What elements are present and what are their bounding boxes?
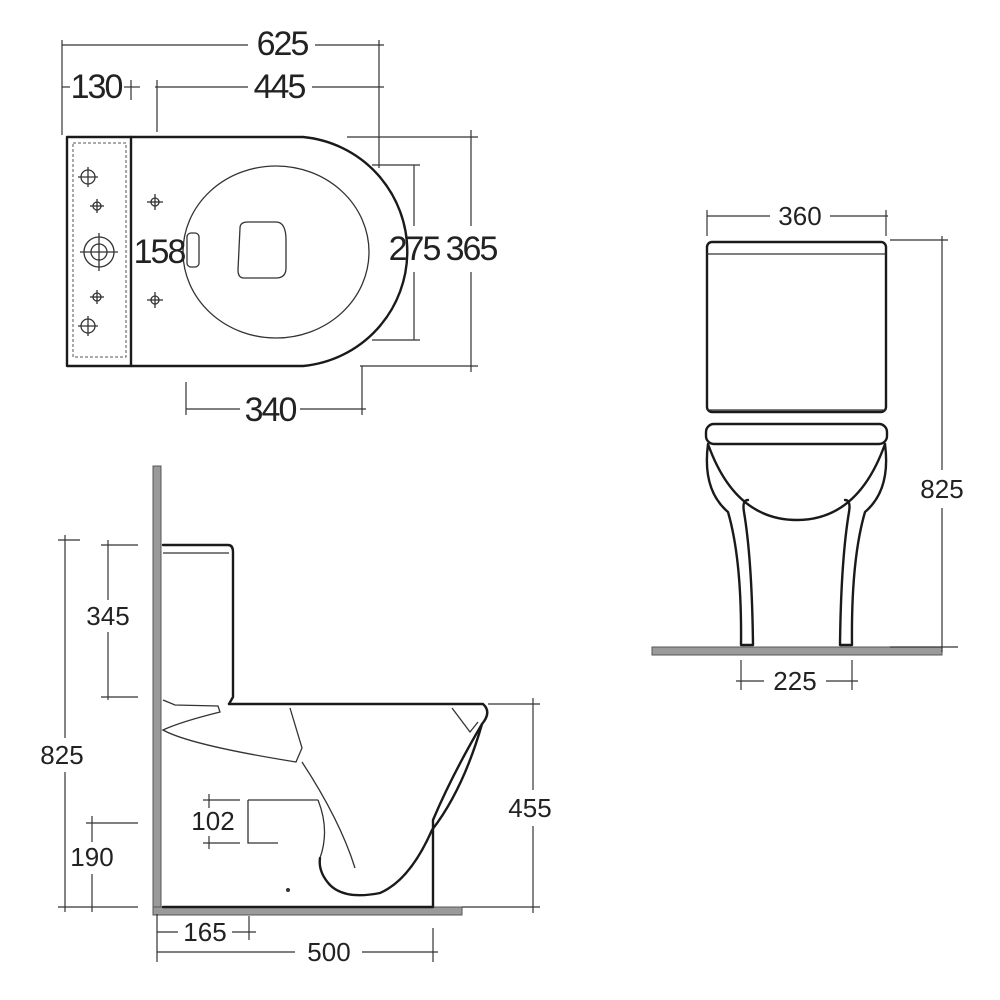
dim-cistern-depth: 130 <box>62 68 140 106</box>
dim-label: 825 <box>920 474 963 504</box>
dim-label: 130 <box>71 68 123 106</box>
dim-label: 445 <box>254 68 306 106</box>
side-view: 345 825 190 102 <box>40 465 552 967</box>
dim-label: 340 <box>245 391 297 429</box>
plan-outline <box>65 135 409 368</box>
dim-side-height: 825 <box>40 535 138 912</box>
seat-front <box>704 422 889 446</box>
dim-overall-length: 625 <box>61 25 384 168</box>
flush-button <box>186 232 200 268</box>
dim-label: 455 <box>508 793 551 823</box>
cistern-front <box>705 240 888 414</box>
dim-label: 365 <box>446 230 498 268</box>
dim-label: 225 <box>773 666 816 696</box>
front-view: 360 825 225 <box>651 201 964 696</box>
toilet-seat <box>182 165 370 339</box>
floor-line <box>651 646 943 656</box>
trap-channel <box>161 699 356 869</box>
dim-label: 825 <box>40 740 83 770</box>
dim-label: 275 <box>389 230 441 268</box>
dim-projection: 500 <box>156 914 438 967</box>
dim-seat-width: 275 <box>372 164 442 341</box>
outlet-pipe <box>247 799 326 859</box>
pan-side <box>161 702 489 909</box>
dim-rim-height: 455 <box>462 698 552 913</box>
dim-overall-width: 365 <box>347 130 499 372</box>
dim-label: 625 <box>257 25 309 63</box>
dim-outlet-height: 190 <box>70 816 138 912</box>
seat-hinge-plate <box>237 221 287 279</box>
pan-front <box>705 442 888 647</box>
cistern-recess <box>72 142 127 358</box>
dim-hole-spacing: 158 <box>134 233 186 271</box>
dim-label: 500 <box>307 937 350 967</box>
dim-cistern-height: 345 <box>86 540 138 700</box>
dim-outlet-diameter: 102 <box>191 794 240 849</box>
floor-line <box>152 906 463 916</box>
dim-front-width: 360 <box>706 201 888 236</box>
dim-label: 190 <box>70 842 113 872</box>
dim-label: 345 <box>86 601 129 631</box>
dim-base-width: 225 <box>736 660 858 696</box>
dim-front-height: 825 <box>890 236 964 652</box>
dim-label: 102 <box>191 806 234 836</box>
dim-label: 165 <box>183 917 226 947</box>
dim-label: 360 <box>778 201 821 231</box>
fixing-holes <box>78 167 163 336</box>
dim-front-length: 340 <box>185 366 366 429</box>
dim-pan-length: 445 <box>155 68 384 132</box>
plan-view: 625 130 445 158 275 <box>61 25 499 429</box>
dim-outlet-setback: 165 <box>157 916 256 947</box>
wall-line <box>152 465 162 915</box>
cistern-side <box>161 543 235 706</box>
